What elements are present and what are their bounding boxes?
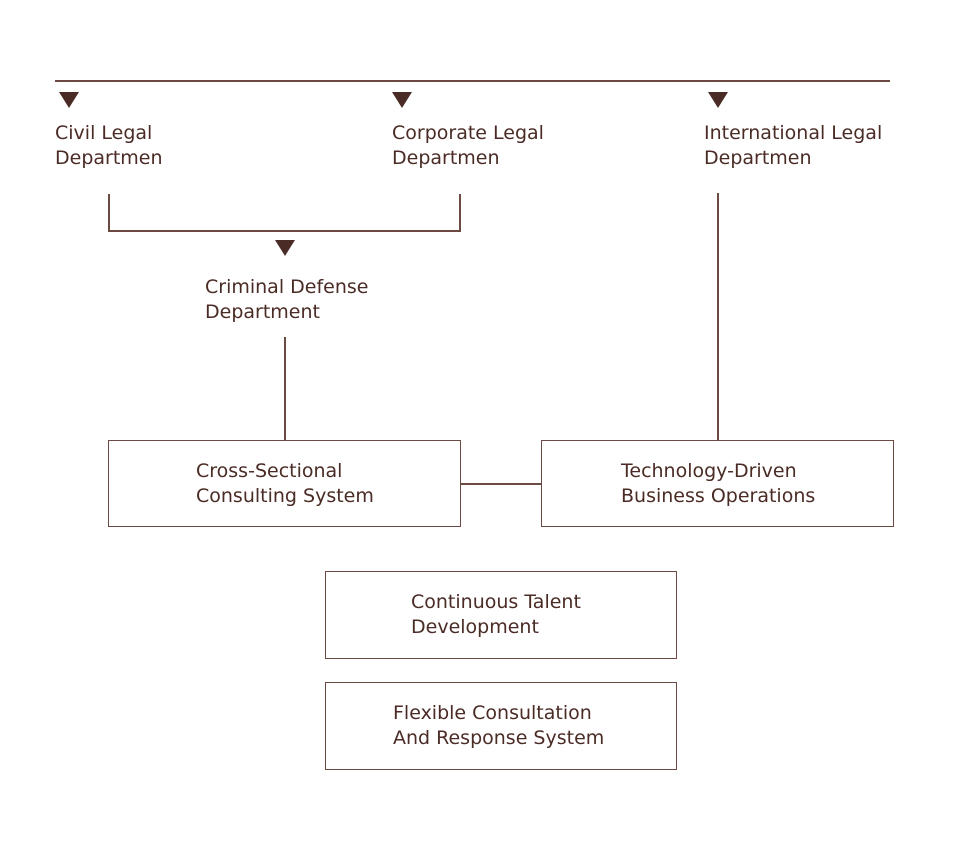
talent-label: Continuous Talent Development	[411, 590, 581, 640]
international-arrow-icon	[708, 92, 728, 108]
cross-sectional-line1: Cross-Sectional	[196, 460, 343, 482]
talent-line2: Development	[411, 616, 539, 638]
flexible-box: Flexible Consultation And Response Syste…	[325, 682, 677, 770]
cross-to-technology-line	[460, 483, 542, 485]
civil-corporate-bracket	[108, 230, 461, 232]
technology-line1: Technology-Driven	[621, 460, 797, 482]
technology-box: Technology-Driven Business Operations	[541, 440, 894, 527]
criminal-department-line1: Criminal Defense	[205, 276, 369, 298]
flexible-label: Flexible Consultation And Response Syste…	[393, 701, 604, 751]
top-rule	[55, 80, 890, 82]
international-to-technology-line	[717, 193, 719, 441]
corporate-department-line1: Corporate Legal	[392, 122, 544, 144]
international-department-label: International Legal Departmen	[704, 121, 882, 171]
civil-arrow-icon	[59, 92, 79, 108]
criminal-department-label: Criminal Defense Department	[205, 275, 368, 325]
corporate-connector-vertical	[459, 194, 461, 231]
criminal-department-line2: Department	[205, 301, 320, 323]
corporate-arrow-icon	[392, 92, 412, 108]
talent-box: Continuous Talent Development	[325, 571, 677, 659]
cross-sectional-box: Cross-Sectional Consulting System	[108, 440, 461, 527]
civil-department-line2: Departmen	[55, 147, 163, 169]
civil-department-line1: Civil Legal	[55, 122, 153, 144]
civil-department-label: Civil Legal Departmen	[55, 121, 163, 171]
technology-line2: Business Operations	[621, 485, 816, 507]
flexible-line1: Flexible Consultation	[393, 702, 592, 724]
technology-label: Technology-Driven Business Operations	[621, 459, 815, 509]
corporate-department-line2: Departmen	[392, 147, 500, 169]
flexible-line2: And Response System	[393, 727, 605, 749]
civil-connector-vertical	[108, 194, 110, 231]
cross-sectional-label: Cross-Sectional Consulting System	[196, 459, 374, 509]
criminal-to-cross-line	[284, 337, 286, 441]
international-department-line2: Departmen	[704, 147, 812, 169]
criminal-arrow-icon	[275, 240, 295, 256]
talent-line1: Continuous Talent	[411, 591, 581, 613]
corporate-department-label: Corporate Legal Departmen	[392, 121, 544, 171]
international-department-line1: International Legal	[704, 122, 883, 144]
cross-sectional-line2: Consulting System	[196, 485, 374, 507]
